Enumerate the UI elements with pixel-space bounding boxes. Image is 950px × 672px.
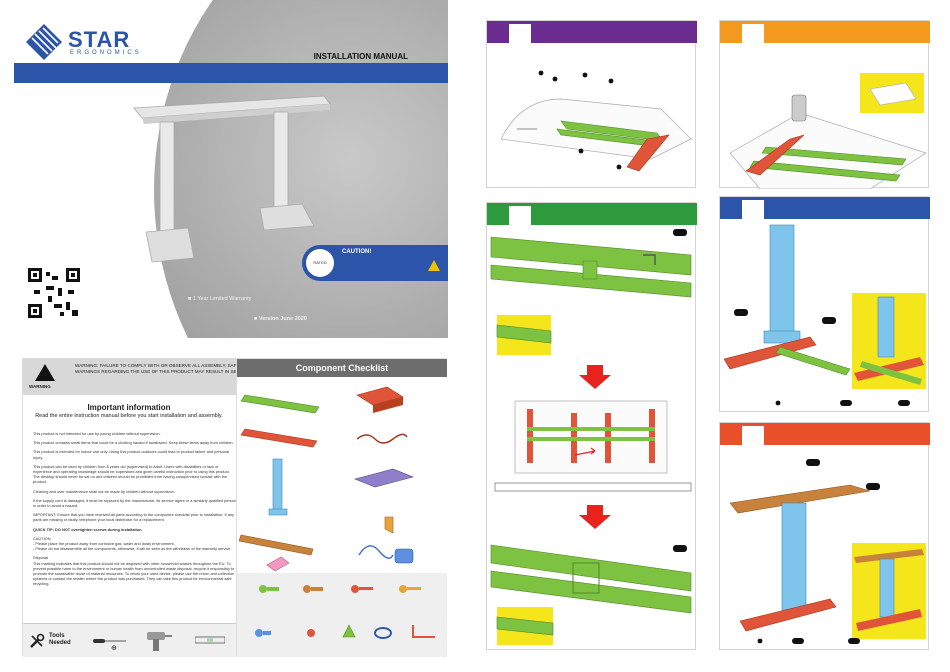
step-2-illustration xyxy=(729,73,927,189)
step-1-number-tab xyxy=(509,24,531,43)
component-illustrations xyxy=(238,386,414,572)
phillips-icon: ⊕ xyxy=(111,645,117,652)
step-3-header xyxy=(487,203,697,225)
hand-controller-cable-part xyxy=(358,545,394,559)
info-paragraph: This product contains small items that c… xyxy=(33,440,234,446)
screw-b-icon xyxy=(303,585,323,593)
down-arrow-icon xyxy=(579,505,611,529)
important-title: Important information xyxy=(87,403,171,412)
power-cable-part xyxy=(356,433,408,444)
foot-part xyxy=(238,534,314,556)
down-arrow-icon xyxy=(579,365,611,389)
step-5-header xyxy=(720,423,930,445)
step-5-number-tab xyxy=(742,426,764,445)
cap-icon xyxy=(307,629,315,637)
pad-part xyxy=(266,556,290,572)
drill-icon xyxy=(791,94,807,122)
desk-frame-illustration xyxy=(133,95,331,263)
bolt-icon xyxy=(255,629,271,637)
step-4-panel xyxy=(719,196,930,412)
crossbar-part xyxy=(240,394,320,414)
component-checklist: Component Checklist xyxy=(236,358,447,657)
star-logo-icon xyxy=(26,24,62,60)
info-paragraph: Cleaning and user maintenance shall not … xyxy=(33,488,175,494)
step-2-panel xyxy=(719,20,930,189)
tools-icon xyxy=(30,633,45,648)
screw-d-icon xyxy=(399,585,421,593)
cable-tray-part xyxy=(354,468,414,488)
level-tool-icon xyxy=(195,636,225,644)
cover-blue-band xyxy=(14,63,448,83)
step-4-illustration xyxy=(723,224,926,406)
clip-icon xyxy=(342,624,356,638)
caution-badge: RATED CAUTION! xyxy=(302,245,448,281)
info-paragraph: Disposal This marking indicates that thi… xyxy=(33,555,235,587)
leg-part xyxy=(272,458,283,512)
side-bracket-part xyxy=(240,428,318,448)
important-subtitle: Read the entire instruction manual befor… xyxy=(35,413,223,419)
step-5-illustration xyxy=(729,459,926,644)
manual-title: INSTALLATION MANUAL xyxy=(313,52,408,61)
info-paragraph: This product can be used by children fro… xyxy=(33,463,230,485)
allen-key-icon xyxy=(643,254,656,265)
info-paragraph: This product is intended for indoor use … xyxy=(33,449,230,460)
step-3-number-tab xyxy=(509,206,531,225)
caution-title: CAUTION! xyxy=(342,249,372,255)
hand-controller-part xyxy=(394,548,414,564)
cover-backdrop xyxy=(154,0,448,338)
warning-text: WARNING: FAILURE TO COMPLY WITH OR OBSER… xyxy=(75,363,331,374)
step-1-panel xyxy=(486,20,697,188)
info-paragraph: This product is not intended for use by … xyxy=(33,431,161,436)
step-4-header xyxy=(720,197,930,219)
qr-code-icon xyxy=(28,268,80,318)
allen-key-icon xyxy=(412,625,435,638)
warranty-label: ■ 1 Year Limited Warranty xyxy=(188,296,252,302)
step-1-illustration xyxy=(500,70,692,172)
brand-name: STAR xyxy=(68,27,131,52)
hook-bracket-part xyxy=(384,516,394,534)
step-3-panel xyxy=(486,202,697,650)
screw-a-icon xyxy=(259,585,279,593)
step-5-panel xyxy=(719,422,930,650)
washer-icon xyxy=(374,627,392,639)
warning-label: WARNING xyxy=(29,384,51,389)
cover-panel: STAR ERGONOMICS INSTALLATION MANUAL RATE… xyxy=(14,0,448,338)
step-2-header xyxy=(720,21,930,43)
warning-triangle-icon xyxy=(428,260,440,271)
step-1-header xyxy=(487,21,697,43)
step-4-number-tab xyxy=(742,200,764,219)
screwdriver-icon xyxy=(93,639,126,643)
drill-icon xyxy=(147,632,172,651)
component-grid xyxy=(237,377,447,573)
info-paragraph: IMPORTANT: Ensure that you have received… xyxy=(33,512,234,523)
checklist-title: Component Checklist xyxy=(237,359,447,377)
step-3-illustration xyxy=(490,229,692,645)
hardware-illustrations xyxy=(255,585,435,639)
rated-seal: RATED xyxy=(306,249,334,277)
version-label: ■ Version June 2020 xyxy=(254,316,307,322)
info-paragraph: If the supply cord is damaged, it must b… xyxy=(33,497,237,509)
hardware-grid xyxy=(237,573,447,657)
step-2-number-tab xyxy=(742,24,764,43)
warning-triangle-icon xyxy=(35,364,55,381)
ruler-icon xyxy=(494,482,692,492)
info-body: This product is not intended for use by … xyxy=(33,431,237,591)
info-paragraph: QUICK TIP: DO NOT overtighten screws dur… xyxy=(33,526,143,532)
info-paragraph: CAUTION - Please place the product away … xyxy=(33,535,232,552)
screw-c-icon xyxy=(351,585,373,593)
brand-subtitle: ERGONOMICS xyxy=(70,50,142,56)
